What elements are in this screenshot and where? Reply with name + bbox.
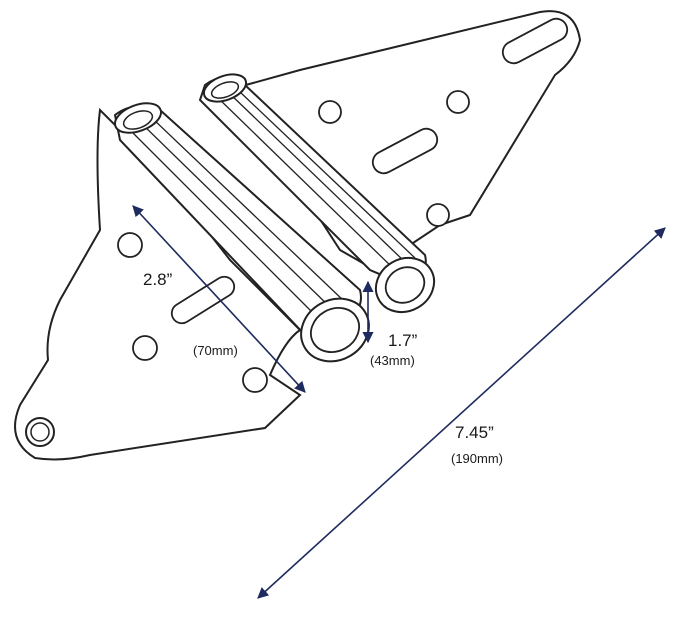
barrel-length-mm-label: (70mm): [193, 343, 238, 358]
top-hole-1: [318, 100, 342, 124]
barrel-length-dimension-line: [132, 205, 306, 393]
bottom-hole-3: [242, 367, 268, 393]
bottom-hole-corner-inner: [30, 422, 50, 442]
overall-mm-label: (190mm): [451, 451, 503, 466]
bottom-hole-1: [117, 232, 143, 258]
overall-inches-label: 7.45”: [455, 423, 494, 442]
top-hole-2: [446, 90, 470, 114]
bottom-hole-2: [132, 335, 158, 361]
barrel-diameter-inches-label: 1.7”: [388, 331, 418, 350]
overall-dimension-line: [257, 227, 666, 599]
top-hole-3: [426, 203, 450, 227]
top-slot-upper: [501, 17, 569, 65]
barrel-length-inches-label: 2.8”: [143, 270, 173, 289]
top-slot-lower: [371, 127, 439, 175]
barrel-diameter-mm-label: (43mm): [370, 353, 415, 368]
